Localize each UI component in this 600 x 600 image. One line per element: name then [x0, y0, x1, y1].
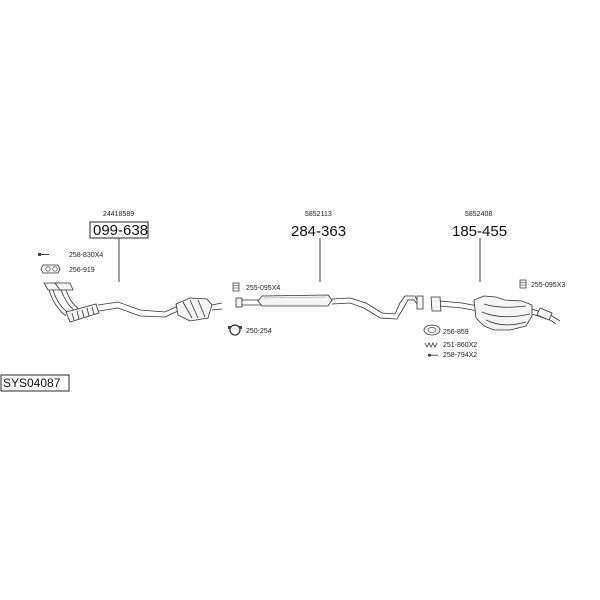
system-id: SYS04087	[3, 376, 61, 390]
system-id-box	[0, 374, 70, 392]
accessory-label-251-860x2: 251-860X2	[443, 342, 477, 349]
clamp-icon	[232, 282, 240, 292]
oem-number-middle-silencer: 5852113	[305, 211, 332, 218]
accessory-label-250-254: 250-254	[246, 328, 272, 335]
oem-number-front-pipe: 24418589	[103, 211, 134, 218]
spring-icon	[424, 342, 438, 348]
rear-silencer[interactable]	[430, 295, 561, 331]
gasket-icon	[40, 264, 61, 274]
part-number-rear-silencer[interactable]: 185-455	[452, 223, 507, 240]
part-number-middle-silencer[interactable]: 284-363	[291, 223, 346, 240]
accessory-label-258-830x4: 258-830X4	[69, 252, 103, 259]
part-number-front-pipe[interactable]: 099-638	[93, 222, 148, 239]
accessory-label-255-095x4: 255-095X4	[246, 285, 280, 292]
clamp-icon	[519, 279, 527, 289]
bolt-icon	[38, 253, 49, 256]
middle-silencer[interactable]	[235, 294, 424, 320]
accessory-label-255-095x3: 255-095X3	[531, 282, 565, 289]
accessory-label-256-859: 256-859	[443, 329, 469, 336]
ring-clamp-icon	[228, 324, 242, 336]
bolt-icon	[428, 354, 438, 357]
oem-number-rear-silencer: 5852408	[465, 211, 492, 218]
sealing-ring-icon	[423, 324, 441, 336]
front-pipe-catalyst[interactable]	[43, 282, 223, 323]
accessory-label-258-794x2: 258-794X2	[443, 352, 477, 359]
accessory-label-256-919: 256-919	[69, 267, 95, 274]
